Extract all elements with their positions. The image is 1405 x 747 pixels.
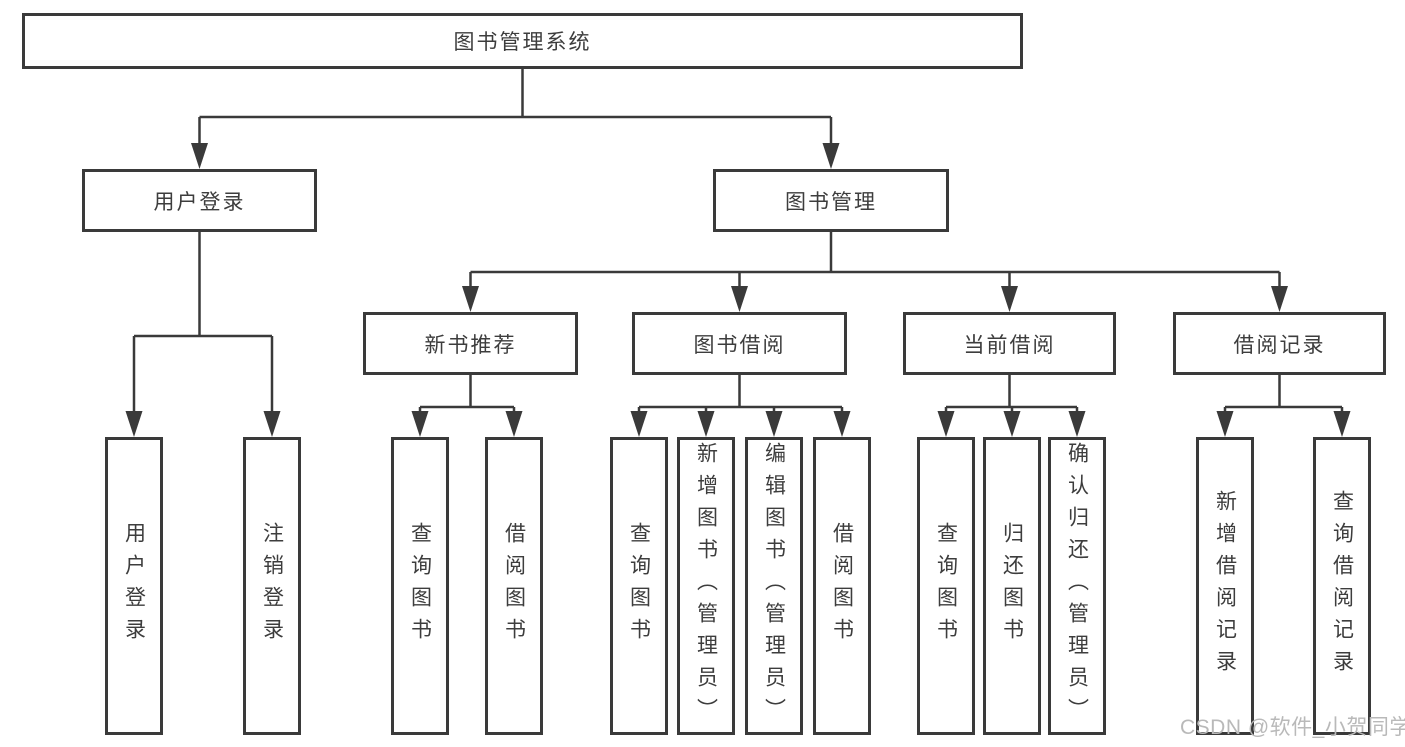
node-user-login: 用户登录 [82, 169, 317, 232]
leaf-query-books-borrow: 查询图书 [610, 437, 668, 735]
node-label: 新书推荐 [424, 333, 517, 357]
connector-user-login [125, 232, 281, 437]
leaf-return-books: 归还图书 [983, 437, 1041, 735]
leaf-user-login: 用户登录 [105, 437, 163, 735]
leaf-label: 归还图书 [1000, 522, 1024, 650]
leaf-add-books-admin: 新增图书（管理员） [677, 437, 735, 735]
leaf-label: 新增借阅记录 [1213, 490, 1237, 682]
leaf-borrow-books: 借阅图书 [813, 437, 871, 735]
node-label: 当前借阅 [963, 333, 1056, 357]
leaf-label: 查询借阅记录 [1330, 490, 1354, 682]
leaf-label: 编辑图书（管理员） [762, 442, 786, 730]
leaf-label: 借阅图书 [830, 522, 854, 650]
node-label: 用户登录 [153, 190, 246, 214]
watermark-text: CSDN @软件_小贺同学 [1180, 716, 1405, 739]
node-new-book-recommend: 新书推荐 [363, 312, 578, 375]
leaf-logout: 注销登录 [243, 437, 301, 735]
leaf-edit-books-admin: 编辑图书（管理员） [745, 437, 803, 735]
leaf-confirm-return-admin: 确认归还（管理员） [1048, 437, 1106, 735]
leaf-label: 查询图书 [408, 522, 432, 650]
leaf-label: 查询图书 [627, 522, 651, 650]
leaf-query-books-recommend: 查询图书 [391, 437, 449, 735]
node-library-management-system: 图书管理系统 [22, 13, 1023, 69]
leaf-add-borrow-record: 新增借阅记录 [1196, 437, 1254, 735]
connector-book-borrow [630, 375, 851, 437]
node-label: 借阅记录 [1233, 333, 1326, 357]
node-book-management: 图书管理 [713, 169, 949, 232]
node-label: 图书管理系统 [453, 31, 592, 54]
node-label: 图书借阅 [693, 333, 786, 357]
leaf-label: 查询图书 [934, 522, 958, 650]
node-book-borrow: 图书借阅 [632, 312, 847, 375]
leaf-query-books-current: 查询图书 [917, 437, 975, 735]
leaf-label: 用户登录 [122, 522, 146, 650]
connector-book-management [462, 232, 1288, 312]
connector-new-book-recommend [411, 375, 523, 437]
leaf-borrow-books-recommend: 借阅图书 [485, 437, 543, 735]
leaf-label: 新增图书（管理员） [694, 442, 718, 730]
node-current-borrow: 当前借阅 [903, 312, 1116, 375]
leaf-label: 注销登录 [260, 522, 284, 650]
leaf-label: 借阅图书 [502, 522, 526, 650]
connector-root [191, 69, 840, 169]
leaf-query-borrow-record: 查询借阅记录 [1313, 437, 1371, 735]
node-label: 图书管理 [785, 190, 877, 214]
node-borrow-records: 借阅记录 [1173, 312, 1386, 375]
leaf-label: 确认归还（管理员） [1065, 442, 1089, 730]
connector-current-borrow [937, 375, 1086, 437]
connector-borrow-records [1216, 375, 1351, 437]
